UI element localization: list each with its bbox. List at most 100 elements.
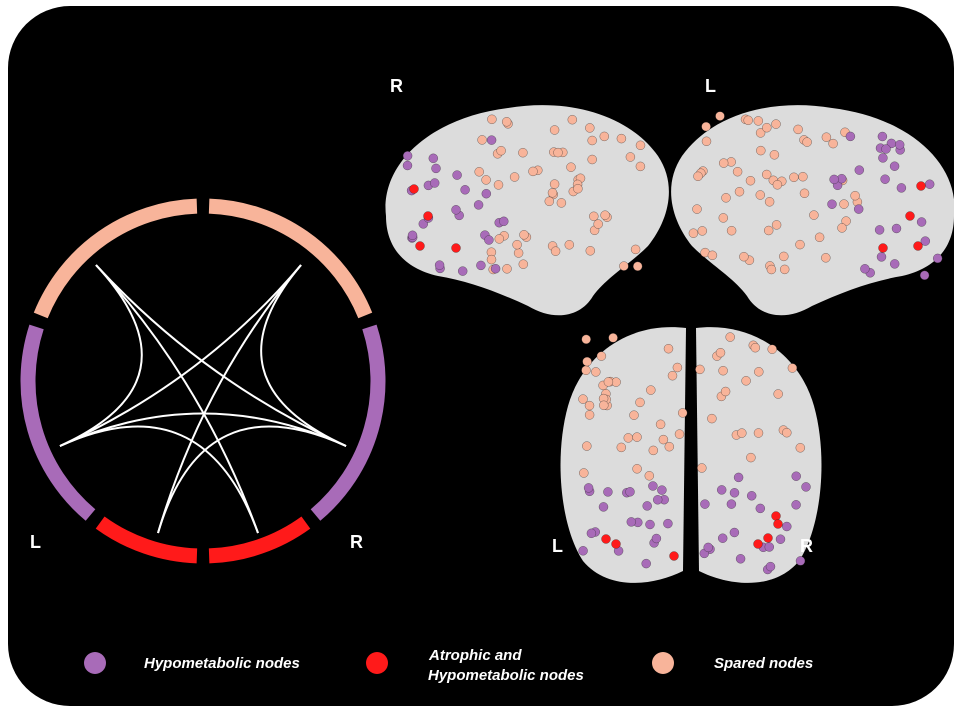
- brain-axial-left-hemisphere: [561, 327, 686, 583]
- node-spared: [487, 115, 496, 124]
- node-hypometabolic: [587, 529, 596, 538]
- node-spared: [582, 366, 591, 375]
- node-spared: [664, 344, 673, 353]
- brain-lateral-left-hemisphere: [671, 105, 954, 315]
- node-spared: [513, 240, 522, 249]
- node-spared: [815, 233, 824, 242]
- node-hypometabolic: [657, 486, 666, 495]
- node-spared: [497, 146, 506, 155]
- node-spared: [582, 442, 591, 451]
- node-spared: [719, 159, 728, 168]
- node-spared: [739, 252, 748, 261]
- node-spared: [798, 172, 807, 181]
- node-atrophic: [914, 242, 923, 251]
- node-hypometabolic: [584, 483, 593, 492]
- node-spared: [735, 187, 744, 196]
- chord-connection-8: [261, 265, 346, 446]
- node-spared: [754, 116, 763, 125]
- chord-arc-hypometabolic-right: [315, 327, 378, 515]
- node-hypometabolic: [890, 259, 899, 268]
- node-spared: [746, 176, 755, 185]
- node-spared: [600, 132, 609, 141]
- node-spared: [510, 173, 519, 182]
- node-atrophic: [754, 540, 763, 549]
- node-hypometabolic: [727, 500, 736, 509]
- node-spared: [770, 150, 779, 159]
- node-spared: [796, 443, 805, 452]
- node-atrophic: [774, 520, 783, 529]
- legend-dot-spared: [652, 652, 674, 674]
- node-spared: [719, 366, 728, 375]
- node-hypometabolic: [626, 487, 635, 496]
- chord-arc-atrophic-left: [100, 523, 197, 556]
- node-spared: [742, 376, 751, 385]
- node-atrophic: [764, 534, 773, 543]
- chord-connection-0: [96, 265, 258, 533]
- node-spared: [716, 112, 725, 121]
- node-hypometabolic: [484, 236, 493, 245]
- axial-view-right-label: R: [800, 536, 813, 557]
- circle-right-label: R: [350, 532, 363, 553]
- node-spared: [689, 229, 698, 238]
- node-hypometabolic: [895, 140, 904, 149]
- node-hypometabolic: [435, 261, 444, 270]
- node-hypometabolic: [792, 500, 801, 509]
- node-hypometabolic: [429, 154, 438, 163]
- node-spared: [722, 193, 731, 202]
- node-spared: [520, 230, 529, 239]
- node-hypometabolic: [717, 485, 726, 494]
- node-spared: [838, 223, 847, 232]
- node-spared: [788, 364, 797, 373]
- node-hypometabolic: [408, 231, 417, 240]
- node-spared: [762, 170, 771, 179]
- node-spared: [550, 126, 559, 135]
- node-hypometabolic: [403, 151, 412, 160]
- node-hypometabolic: [878, 132, 887, 141]
- node-hypometabolic: [854, 205, 863, 214]
- node-hypometabolic: [878, 153, 887, 162]
- node-spared: [589, 212, 598, 221]
- node-spared: [821, 253, 830, 262]
- node-hypometabolic: [877, 252, 886, 261]
- node-hypometabolic: [860, 264, 869, 273]
- node-spared: [601, 211, 610, 220]
- node-atrophic: [670, 552, 679, 561]
- node-spared: [695, 365, 704, 374]
- node-spared: [726, 333, 735, 342]
- legend-label-atrophic-line2: Hypometabolic nodes: [428, 666, 584, 686]
- node-spared: [567, 163, 576, 172]
- legend-label-spared: Spared nodes: [714, 654, 813, 674]
- circle-left-label: L: [30, 532, 41, 553]
- node-spared: [678, 408, 687, 417]
- node-spared: [754, 367, 763, 376]
- node-hypometabolic: [499, 217, 508, 226]
- lateral-view-label-right-hemisphere: R: [390, 76, 403, 97]
- node-spared: [774, 390, 783, 399]
- node-hypometabolic: [875, 225, 884, 234]
- node-hypometabolic: [646, 520, 655, 529]
- node-hypometabolic: [491, 264, 500, 273]
- chord-arc-atrophic-right: [209, 523, 306, 556]
- node-hypometabolic: [846, 132, 855, 141]
- node-spared: [624, 433, 633, 442]
- node-hypometabolic: [487, 136, 496, 145]
- node-spared: [495, 234, 504, 243]
- node-spared: [737, 429, 746, 438]
- node-hypometabolic: [432, 164, 441, 173]
- chord-arc-hypometabolic-left: [28, 327, 91, 515]
- chord-arc-spared-right: [209, 206, 365, 315]
- legend-label-hypometabolic: Hypometabolic nodes: [144, 654, 300, 674]
- node-hypometabolic: [704, 543, 713, 552]
- node-spared: [573, 184, 582, 193]
- node-spared: [673, 363, 682, 372]
- node-spared: [519, 260, 528, 269]
- node-spared: [633, 464, 642, 473]
- node-hypometabolic: [830, 175, 839, 184]
- node-hypometabolic: [765, 543, 774, 552]
- node-hypometabolic: [828, 200, 837, 209]
- node-hypometabolic: [796, 556, 805, 565]
- node-spared: [645, 471, 654, 480]
- node-hypometabolic: [792, 472, 801, 481]
- node-spared: [708, 251, 717, 260]
- node-hypometabolic: [452, 205, 461, 214]
